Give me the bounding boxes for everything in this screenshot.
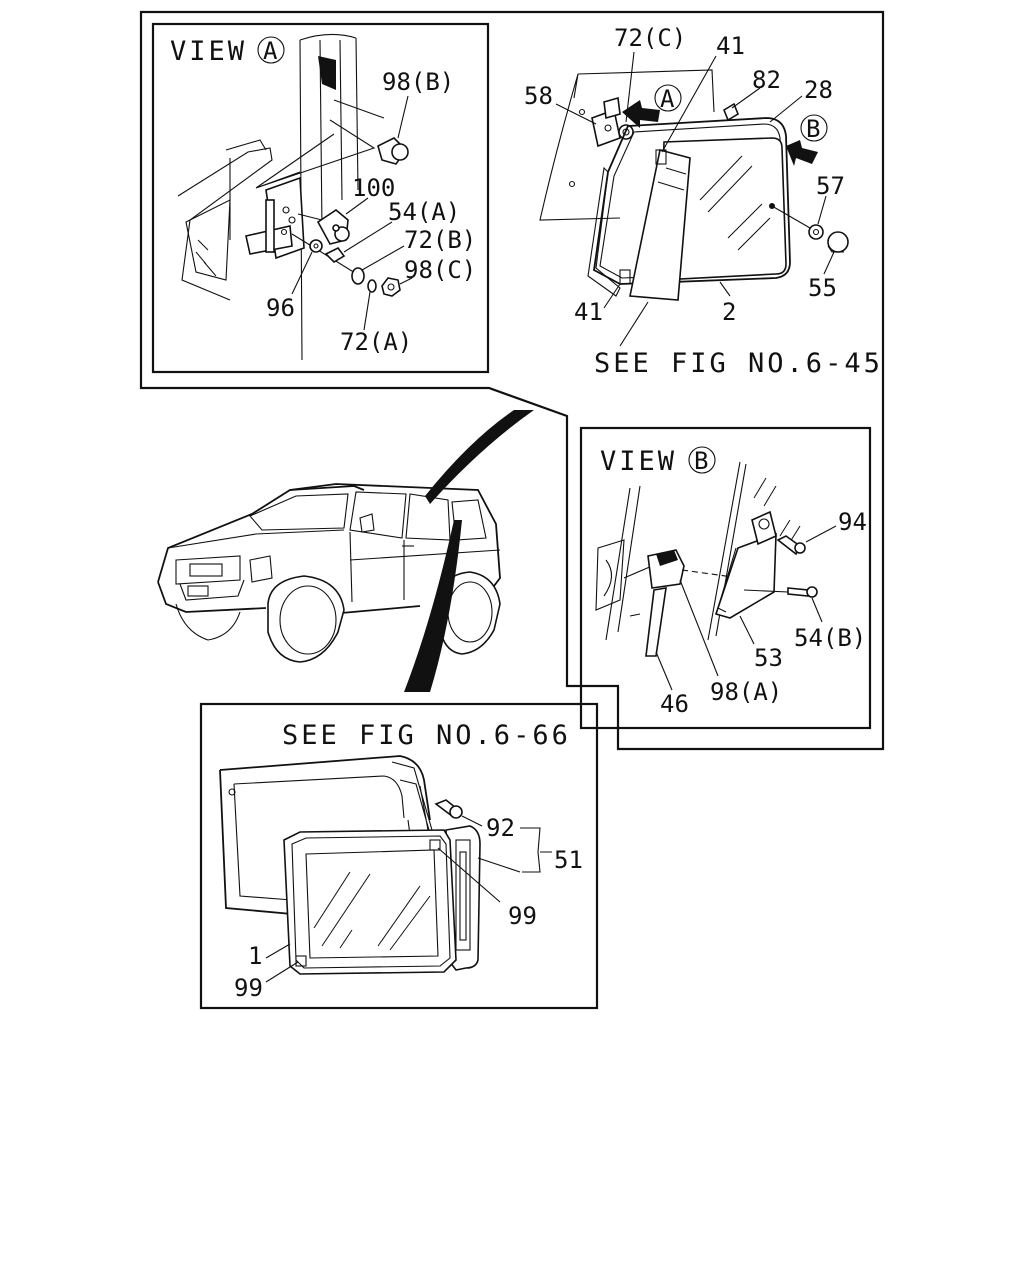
- label-41-top: 41: [716, 32, 745, 60]
- label-54a: 54(A): [388, 198, 460, 226]
- part-57: [808, 224, 824, 240]
- label-54b: 54(B): [794, 624, 866, 652]
- view-b-badge-circle: [688, 446, 716, 474]
- view-b-header: VIEW: [600, 446, 677, 477]
- part-54b: [787, 586, 818, 598]
- arrow-b-badge-circle: [800, 114, 828, 142]
- callout-swoosh-upper: [425, 410, 534, 504]
- label-58: 58: [524, 82, 553, 110]
- label-82: 82: [752, 66, 781, 94]
- label-96: 96: [266, 294, 295, 322]
- label-92: 92: [486, 814, 515, 842]
- label-99-right: 99: [508, 902, 537, 930]
- label-94: 94: [838, 508, 867, 536]
- label-98b: 98(B): [382, 68, 454, 96]
- quarter-window-assembly: A B: [524, 24, 883, 379]
- view-a-box: [151, 22, 490, 374]
- view-b-box: [579, 426, 872, 730]
- part-54a: [324, 246, 346, 264]
- label-98a: 98(A): [710, 678, 782, 706]
- arrow-b: [786, 140, 818, 166]
- label-55: 55: [808, 274, 837, 302]
- part-58: [591, 96, 621, 148]
- rear-wheel: [439, 571, 501, 655]
- rear-door-box: [199, 702, 599, 1010]
- part-98c: [381, 277, 401, 297]
- arrow-a: [622, 100, 660, 128]
- label-57: 57: [816, 172, 845, 200]
- part-46: [645, 587, 667, 657]
- label-100: 100: [352, 174, 395, 202]
- part-1-glass: [283, 829, 457, 975]
- part-96: [309, 239, 323, 253]
- label-72c: 72(C): [614, 24, 686, 52]
- part-94: [776, 535, 806, 556]
- see-fig-6-66: SEE FIG NO.6-66: [282, 720, 571, 751]
- callout-swoosh-lower: [404, 520, 462, 692]
- label-51: 51: [554, 846, 583, 874]
- part-55: [827, 231, 849, 253]
- arrow-a-badge-circle: [654, 84, 682, 112]
- arrow-a-badge: A: [660, 85, 675, 113]
- label-28: 28: [804, 76, 833, 104]
- label-72b: 72(B): [404, 226, 476, 254]
- label-99-bottom: 99: [234, 974, 263, 1002]
- see-fig-6-45: SEE FIG NO.6-45: [594, 348, 883, 379]
- label-41-bottom: 41: [574, 298, 603, 326]
- part-98b: [377, 137, 409, 165]
- view-b-panel: VIEW B: [579, 426, 872, 730]
- part-72b: [351, 267, 365, 285]
- part-41-strip: [619, 149, 691, 301]
- part-28: [593, 117, 791, 285]
- label-72a: 72(A): [340, 328, 412, 356]
- view-a-panel: VIEW A: [151, 22, 490, 374]
- view-a-header: VIEW: [170, 36, 247, 67]
- label-1: 1: [248, 942, 262, 970]
- front-wheel: [267, 575, 345, 663]
- view-a-hinge-plate: [245, 176, 305, 260]
- view-a-badge-circle: [257, 36, 285, 64]
- part-82: [723, 102, 739, 122]
- arrow-b-badge: B: [806, 115, 820, 143]
- label-98c: 98(C): [404, 256, 476, 284]
- label-46: 46: [660, 690, 689, 718]
- label-53: 53: [754, 644, 783, 672]
- view-a-badge: A: [263, 37, 278, 65]
- part-72a: [367, 279, 377, 293]
- part-100: [316, 209, 350, 245]
- upper-assembly-frame: [139, 10, 885, 751]
- view-b-badge: B: [694, 447, 708, 475]
- label-2: 2: [722, 298, 736, 326]
- part-98a: [647, 549, 685, 589]
- rear-door-panel: SEE FIG NO.6-66: [199, 702, 599, 1010]
- part-92: [434, 799, 463, 819]
- part-53: [714, 510, 777, 619]
- vehicle-illustration: [157, 483, 501, 663]
